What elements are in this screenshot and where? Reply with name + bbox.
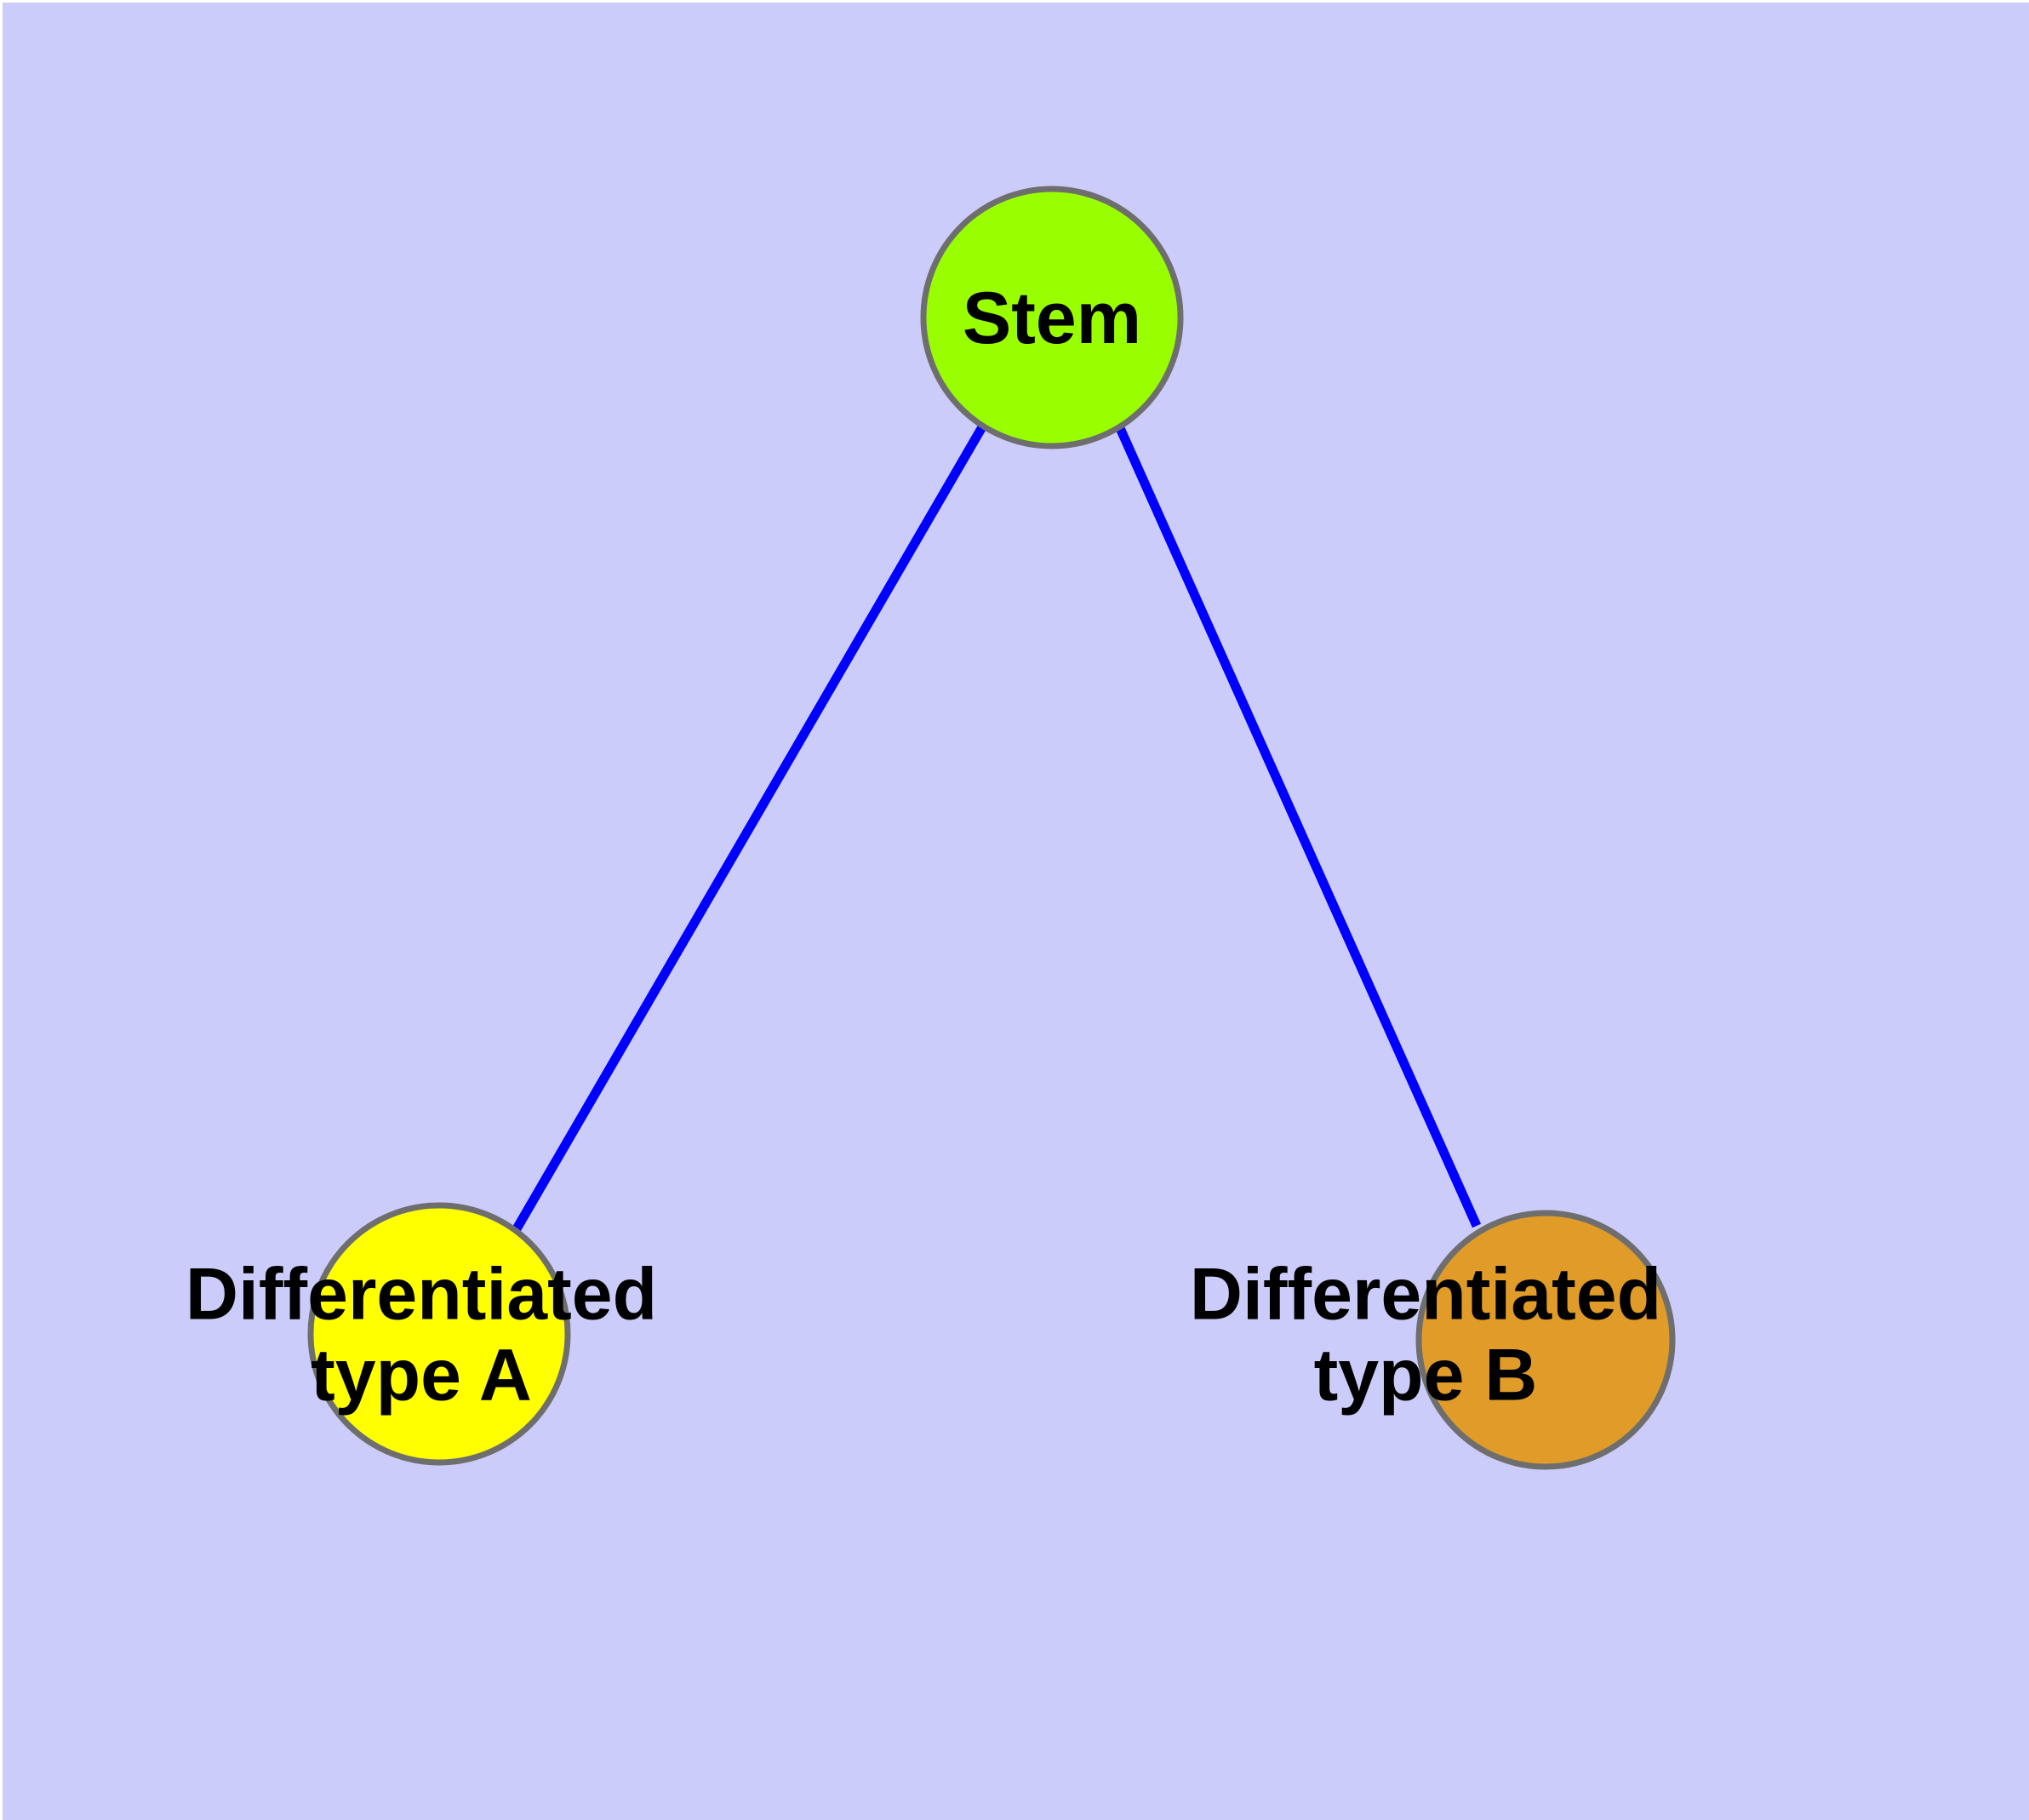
node-differentiated-type-b[interactable]: Differentiated type B bbox=[1190, 1210, 1676, 1470]
node-differentiated-type-a-circle[interactable] bbox=[307, 1202, 571, 1466]
node-differentiated-type-b-circle[interactable] bbox=[1415, 1210, 1676, 1470]
node-stem-label: Stem bbox=[963, 278, 1141, 359]
node-layer: Stem Differentiated type A Differentiate… bbox=[186, 186, 1676, 1470]
edge-stem-to-differentiated-type-b[interactable] bbox=[1112, 418, 1482, 1228]
node-stem-circle[interactable] bbox=[920, 186, 1184, 449]
node-differentiated-type-b-label-line-2: type B bbox=[1314, 1335, 1538, 1417]
node-differentiated-type-b-label-line-1: Differentiated bbox=[1190, 1254, 1661, 1336]
node-differentiated-type-a[interactable]: Differentiated type A bbox=[186, 1202, 657, 1466]
edge-stem-to-differentiated-type-a[interactable] bbox=[511, 423, 987, 1234]
node-differentiated-type-a-label-line-2: type A bbox=[311, 1335, 532, 1417]
edge-layer bbox=[511, 418, 1482, 1234]
node-stem[interactable]: Stem bbox=[920, 186, 1184, 449]
node-differentiated-type-a-label-line-1: Differentiated bbox=[186, 1254, 657, 1336]
